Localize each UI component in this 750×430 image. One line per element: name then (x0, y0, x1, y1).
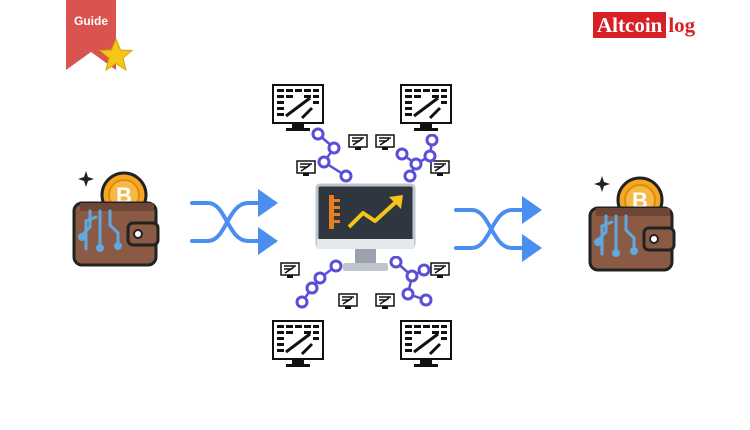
small-server-icon (375, 134, 395, 150)
logo-brand: Altcoin (593, 12, 667, 38)
monitor-trend-chart-icon (315, 183, 416, 271)
small-server-icon (430, 262, 450, 278)
node-network-icon (295, 259, 343, 309)
small-server-icon (296, 160, 316, 176)
node-network-icon (311, 127, 353, 183)
logo-suffix: log (668, 13, 696, 37)
node-network-icon (395, 134, 439, 183)
shuffle-arrows-icon (190, 189, 278, 255)
small-server-icon (338, 293, 358, 309)
small-server-icon (375, 293, 395, 309)
shuffle-arrows-icon (454, 196, 542, 262)
small-server-icon (280, 262, 300, 278)
destination-wallet-icon: B (588, 176, 676, 272)
star-icon (98, 38, 134, 72)
source-wallet-icon: B (72, 171, 160, 267)
guide-label: Guide (73, 14, 108, 28)
site-logo[interactable]: Altcoin log (593, 12, 695, 38)
small-server-icon (430, 160, 450, 176)
server-monitor-icon (400, 320, 452, 367)
small-server-icon (348, 134, 368, 150)
server-monitor-icon (272, 84, 324, 131)
server-monitor-icon (272, 320, 324, 367)
node-network-icon (389, 256, 433, 307)
server-monitor-icon (400, 84, 452, 131)
